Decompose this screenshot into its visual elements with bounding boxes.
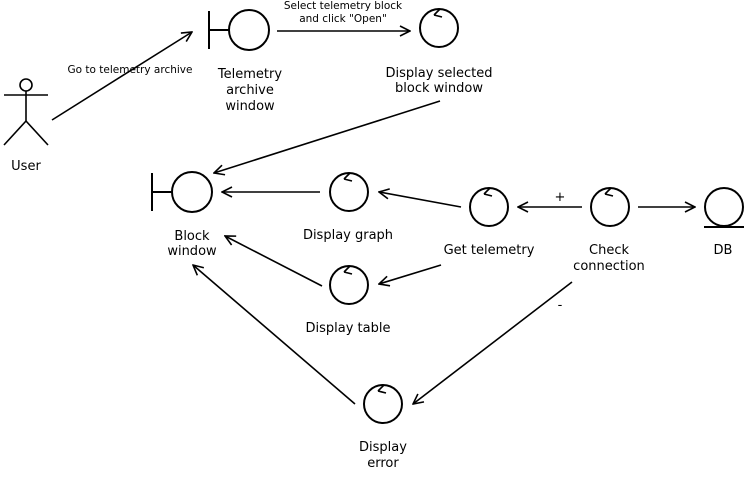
edge-label-user-to-archive: Go to telemetry archive (68, 64, 193, 76)
edge-label-check-to-display-error: - (558, 298, 563, 313)
telemetry-archive-window-label-1: Telemetry (217, 67, 282, 82)
block-window-label-1: Block (174, 229, 210, 244)
edge-display-table-to-block-window (225, 236, 323, 287)
check-connection-label-2: connection (573, 259, 645, 274)
edge-display-error-to-block-window (193, 265, 356, 405)
user-label: User (11, 159, 41, 174)
check-connection-control-icon (590, 187, 630, 227)
get-telemetry-label: Get telemetry (444, 243, 535, 258)
display-error-label-2: error (367, 456, 399, 471)
edge-label-check-to-get-telemetry: + (555, 190, 566, 205)
edge-display-selected-to-block-window (214, 100, 441, 173)
display-table-label: Display table (306, 321, 391, 336)
get-telemetry-control-icon (469, 187, 509, 227)
display-selected-block-window-control-icon (419, 8, 459, 48)
display-error-label-1: Display (359, 440, 407, 455)
db-entity-icon (704, 187, 744, 228)
telemetry-archive-window-boundary-icon (208, 9, 270, 51)
db-label: DB (714, 243, 733, 258)
telemetry-archive-window-label-2: archive (226, 83, 274, 98)
display-graph-control-icon (329, 172, 369, 212)
block-window-boundary-icon (151, 171, 213, 213)
display-table-control-icon (329, 265, 369, 305)
display-selected-block-window-label-1: Display selected (386, 66, 493, 81)
edge-get-telemetry-to-display-table (379, 264, 442, 284)
edge-get-telemetry-to-display-graph (379, 192, 462, 208)
display-selected-block-window-label-2: block window (395, 81, 483, 96)
edge-check-to-display-error (413, 281, 573, 404)
check-connection-label-1: Check (589, 243, 629, 258)
edge-label-archive-to-display-selected-2: and click "Open" (299, 13, 387, 25)
edge-user-to-archive (51, 32, 192, 121)
display-graph-label: Display graph (303, 228, 393, 243)
display-error-control-icon (363, 384, 403, 424)
user-actor (3, 78, 49, 146)
block-window-label-2: window (167, 244, 217, 259)
edge-label-archive-to-display-selected-1: Select telemetry block (284, 0, 403, 12)
telemetry-archive-window-label-3: window (225, 99, 275, 114)
